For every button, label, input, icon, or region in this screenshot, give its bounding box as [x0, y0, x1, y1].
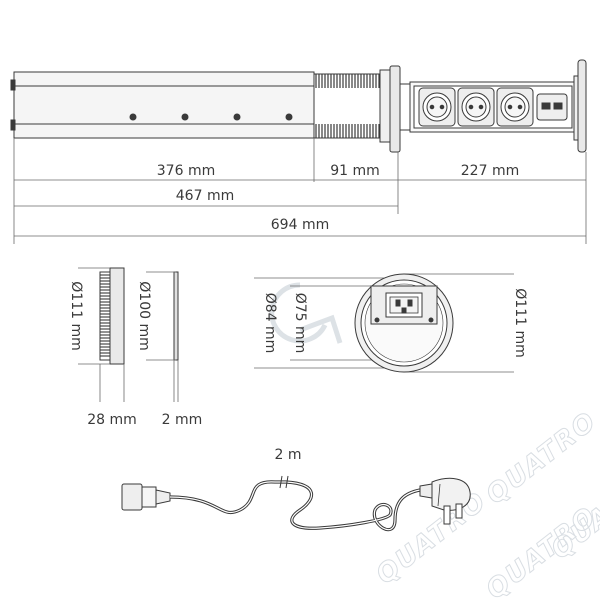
thread-ridges-top: [315, 74, 380, 88]
iec-plug-grip: [141, 486, 157, 508]
cap-front-view: [354, 273, 454, 373]
nut-thread-ridges: [100, 274, 110, 357]
mount-nut: [379, 69, 391, 143]
schuko-plug-strain: [419, 483, 433, 499]
usb-port: [536, 93, 568, 121]
mount-flange: [389, 65, 401, 153]
top-cap-ring: [573, 75, 579, 141]
schuko-socket: [457, 87, 495, 127]
iec-plug: [121, 483, 143, 511]
tube-hole: [285, 113, 293, 121]
dim-cable-2m: 2 m: [275, 447, 302, 463]
iec-pin: [395, 299, 401, 307]
tube-hole: [129, 113, 137, 121]
nut-flange: [109, 267, 125, 365]
washer-dim-lines: [146, 271, 179, 402]
dim-91: 91 mm: [330, 163, 380, 179]
tower-dimensions: [13, 138, 587, 244]
watermark-text: QUATRO: [481, 406, 600, 511]
iec-plug-strain: [155, 489, 171, 505]
tube-hole: [181, 113, 189, 121]
screw: [374, 317, 380, 323]
dim-nut-111: Ø111 mm: [68, 281, 84, 350]
nut-dim-lines: [78, 267, 125, 402]
iec-socket-panel: [370, 285, 438, 325]
tube-body: [13, 71, 315, 139]
schuko-pin: [443, 505, 451, 525]
tube-cap: [10, 79, 16, 91]
tower-side-view: [10, 59, 587, 153]
iec-pin: [407, 299, 413, 307]
dim-cap-84: Ø84 mm: [262, 293, 278, 354]
cable-break: [279, 475, 283, 489]
dim-694: 694 mm: [271, 217, 329, 233]
dim-467: 467 mm: [176, 188, 234, 204]
iec-pin: [401, 307, 407, 314]
dim-cap-111: Ø111 mm: [512, 288, 528, 357]
schuko-pin: [455, 503, 463, 519]
dim-washer-100: Ø100 mm: [136, 281, 152, 350]
dim-washer-2: 2 mm: [162, 412, 203, 428]
thread-ridges-bottom: [315, 124, 380, 138]
dim-nut-28: 28 mm: [87, 412, 137, 428]
dim-376: 376 mm: [157, 163, 215, 179]
tube-hole: [233, 113, 241, 121]
dim-227: 227 mm: [461, 163, 519, 179]
top-cap: [577, 59, 587, 153]
schuko-socket: [418, 87, 456, 127]
power-cable: [121, 475, 471, 532]
tube-cap: [10, 119, 16, 131]
cable-wire: [169, 480, 421, 532]
logo-mark: [269, 282, 343, 344]
nut-side-view: [99, 267, 125, 365]
screw: [428, 317, 434, 323]
washer-side-view: [173, 271, 179, 361]
dim-cap-75: Ø75 mm: [292, 293, 308, 354]
schuko-socket: [496, 87, 534, 127]
